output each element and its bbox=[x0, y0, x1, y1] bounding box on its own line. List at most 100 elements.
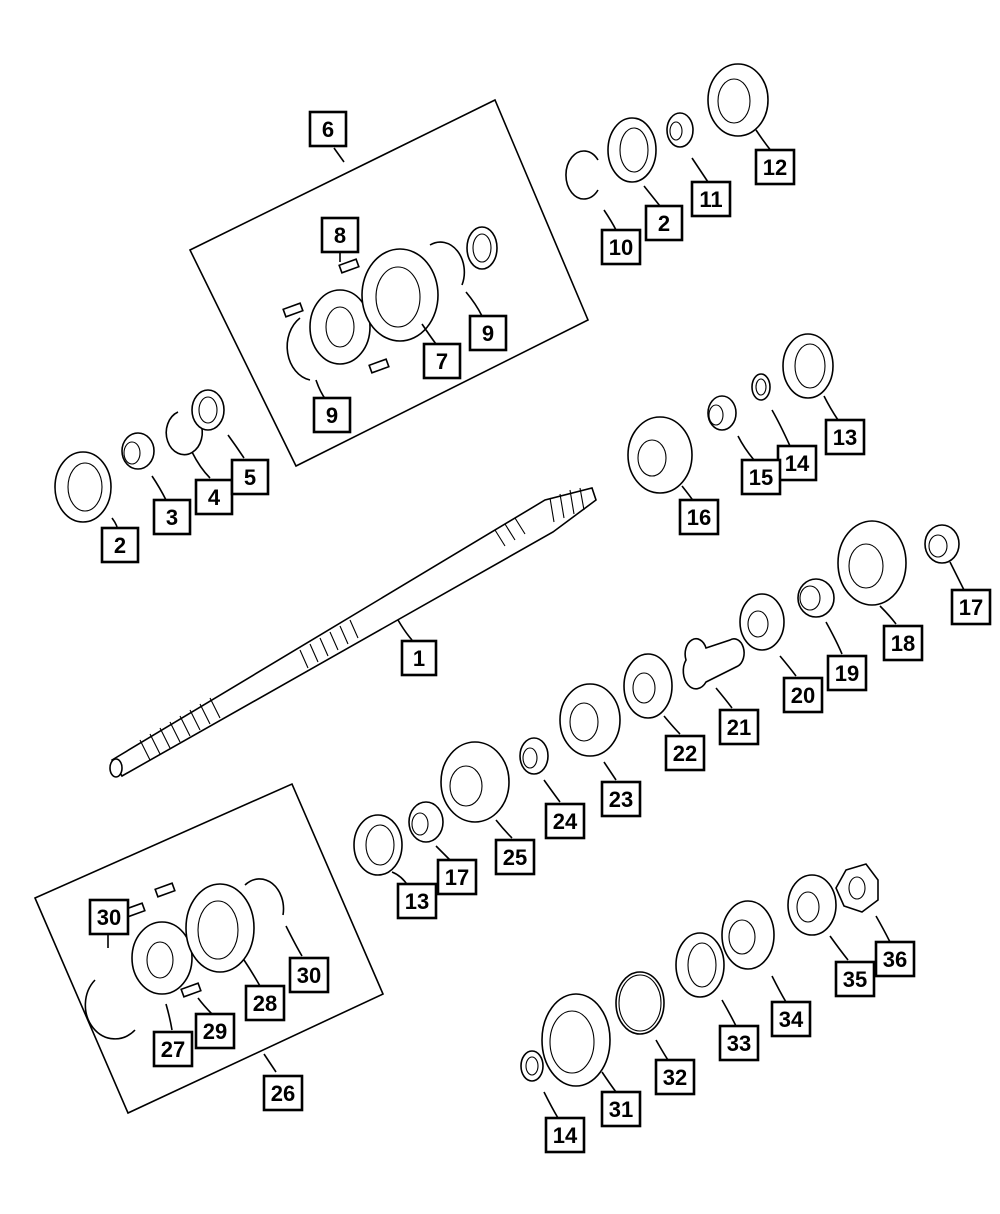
callout-21: 21 bbox=[718, 708, 760, 746]
snap-ring-30-left bbox=[84, 979, 136, 1040]
callout-6: 6 bbox=[308, 110, 348, 148]
callout-15: 15 bbox=[740, 458, 782, 496]
thrust-washer-5 bbox=[191, 389, 225, 431]
callout-24: 24 bbox=[544, 802, 586, 840]
synchro-ring-2-left bbox=[54, 451, 112, 523]
callout-9-right: 9 bbox=[468, 314, 508, 352]
gear-12 bbox=[707, 63, 769, 137]
key-29 bbox=[180, 982, 202, 998]
callout-12: 12 bbox=[754, 148, 796, 186]
synchro-ring-2-upper bbox=[607, 117, 657, 183]
callout-30-left: 30 bbox=[88, 898, 130, 936]
callout-12-label: 12 bbox=[763, 155, 787, 180]
callout-8: 8 bbox=[320, 216, 360, 254]
washer-14-lower bbox=[520, 1050, 544, 1082]
callout-22: 22 bbox=[664, 734, 706, 772]
callout-13-upper: 13 bbox=[824, 418, 866, 456]
synchro-ring-33 bbox=[675, 932, 725, 998]
callout-13-upper-label: 13 bbox=[833, 425, 857, 450]
gear-22 bbox=[623, 653, 673, 719]
snap-ring-4 bbox=[165, 411, 204, 456]
callout-7: 7 bbox=[422, 342, 462, 380]
gear-20 bbox=[739, 593, 785, 651]
callout-24-label: 24 bbox=[553, 809, 578, 834]
callout-17-right: 17 bbox=[950, 588, 992, 626]
callout-22-label: 22 bbox=[673, 741, 697, 766]
callout-6-label: 6 bbox=[322, 117, 334, 142]
callout-8-label: 8 bbox=[334, 223, 346, 248]
callout-10: 10 bbox=[600, 228, 642, 266]
snap-ring-32 bbox=[615, 971, 665, 1035]
callout-20: 20 bbox=[782, 676, 824, 714]
callout-31: 31 bbox=[600, 1090, 642, 1128]
washer-9 bbox=[466, 226, 498, 270]
callout-13-lower-label: 13 bbox=[405, 889, 429, 914]
callout-35-label: 35 bbox=[843, 967, 867, 992]
callout-25-label: 25 bbox=[503, 845, 527, 870]
callout-31-label: 31 bbox=[609, 1097, 633, 1122]
callout-29: 29 bbox=[194, 1012, 236, 1050]
callout-21-label: 21 bbox=[727, 715, 751, 740]
callout-28: 28 bbox=[244, 984, 286, 1022]
callout-9-left-label: 9 bbox=[326, 403, 338, 428]
callout-3: 3 bbox=[152, 498, 192, 536]
callout-27: 27 bbox=[152, 1030, 194, 1068]
snap-ring-30-right bbox=[244, 878, 285, 916]
callout-3-label: 3 bbox=[166, 505, 178, 530]
callout-7-label: 7 bbox=[436, 349, 448, 374]
sleeve-28 bbox=[185, 883, 255, 973]
callout-16: 16 bbox=[678, 498, 720, 536]
gear-34 bbox=[721, 900, 775, 970]
assembly-frame-26 bbox=[33, 782, 385, 1115]
callout-30-right-label: 30 bbox=[297, 963, 321, 988]
callout-2-left: 2 bbox=[100, 526, 140, 564]
assembly-frame-6 bbox=[188, 98, 590, 468]
callout-18: 18 bbox=[882, 624, 924, 662]
callout-14-lower: 14 bbox=[544, 1116, 586, 1154]
needle-bearing-17-left bbox=[408, 801, 444, 843]
callout-13-lower: 13 bbox=[396, 882, 438, 920]
sleeve-19 bbox=[797, 578, 835, 618]
callout-11: 11 bbox=[690, 180, 732, 218]
ball-bearing-35 bbox=[787, 874, 837, 936]
callout-2-upper-label: 2 bbox=[658, 211, 670, 236]
synchro-ring-13-lower bbox=[353, 814, 403, 876]
callout-32: 32 bbox=[654, 1058, 696, 1096]
callout-14-upper: 14 bbox=[776, 444, 818, 482]
callout-4: 4 bbox=[194, 478, 234, 516]
callout-19: 19 bbox=[826, 654, 868, 692]
callout-23: 23 bbox=[600, 780, 642, 818]
callout-34-label: 34 bbox=[779, 1007, 804, 1032]
callout-30-right: 30 bbox=[288, 956, 330, 994]
callout-25: 25 bbox=[494, 838, 536, 876]
callout-33: 33 bbox=[718, 1024, 760, 1062]
callout-18-label: 18 bbox=[891, 631, 915, 656]
callout-23-label: 23 bbox=[609, 787, 633, 812]
callout-36: 36 bbox=[874, 940, 916, 978]
callout-19-label: 19 bbox=[835, 661, 859, 686]
callout-32-label: 32 bbox=[663, 1065, 687, 1090]
callout-34: 34 bbox=[770, 1000, 812, 1038]
needle-bearing-15 bbox=[707, 395, 737, 431]
key-8b bbox=[282, 302, 304, 318]
callout-35: 35 bbox=[834, 960, 876, 998]
callout-30-left-label: 30 bbox=[97, 905, 121, 930]
callout-2-left-label: 2 bbox=[114, 533, 126, 558]
callout-17-right-label: 17 bbox=[959, 595, 983, 620]
ball-bearing-23 bbox=[559, 683, 621, 757]
callout-27-label: 27 bbox=[161, 1037, 185, 1062]
key-8 bbox=[338, 258, 360, 274]
callout-4-label: 4 bbox=[208, 485, 221, 510]
gear-16 bbox=[627, 416, 693, 494]
snap-ring-10 bbox=[565, 150, 599, 200]
needle-bearing-11 bbox=[666, 112, 694, 148]
sleeve-31 bbox=[541, 993, 611, 1087]
callout-16-label: 16 bbox=[687, 505, 711, 530]
callout-14-lower-label: 14 bbox=[553, 1123, 578, 1148]
callout-1: 1 bbox=[400, 639, 438, 677]
needle-bearing-3 bbox=[121, 432, 155, 470]
synchro-hub-gear-6 bbox=[309, 289, 371, 365]
callout-11-label: 11 bbox=[699, 187, 722, 212]
key-8c bbox=[368, 358, 390, 374]
